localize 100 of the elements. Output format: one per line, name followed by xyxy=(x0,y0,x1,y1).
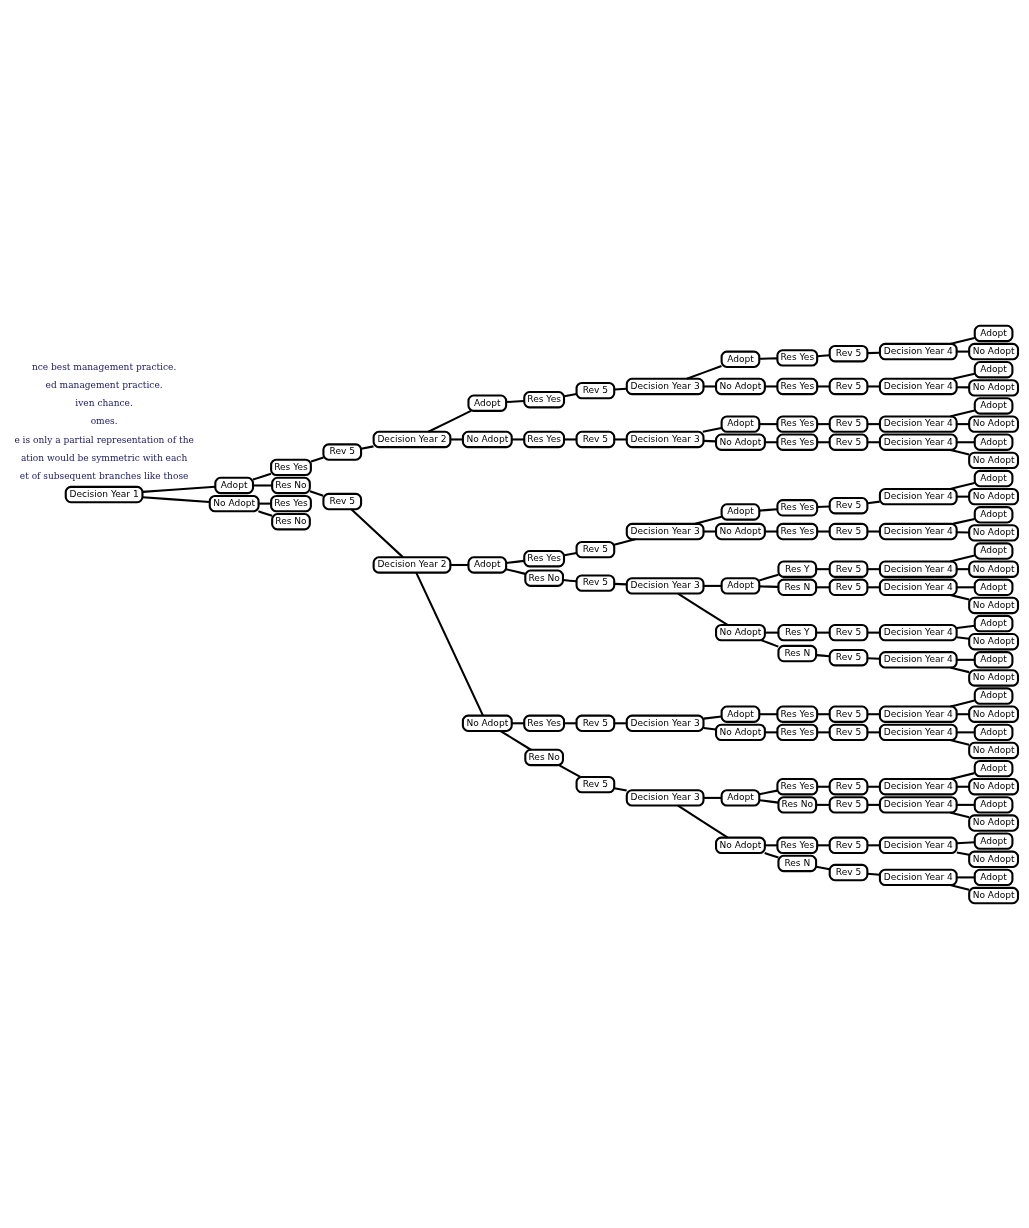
node-box: No Adopt xyxy=(715,836,766,854)
node-box: Res Yes xyxy=(776,348,819,367)
connector xyxy=(360,444,374,450)
node-box: Rev 5 xyxy=(828,623,869,641)
node-box: No Adopt xyxy=(968,850,1020,868)
connector xyxy=(956,712,970,715)
connector xyxy=(817,504,830,508)
connector xyxy=(956,585,975,588)
connector xyxy=(765,529,778,533)
node-box: Adopt xyxy=(973,505,1014,523)
connector xyxy=(759,584,779,588)
node-box: Adopt xyxy=(720,502,761,521)
node-box: Res Yes xyxy=(776,377,819,395)
node-box: Res No xyxy=(777,795,818,814)
node-box: No Adopt xyxy=(968,632,1020,650)
node-box: Adopt xyxy=(720,788,761,807)
node-box: Decision Year 3 xyxy=(625,714,705,732)
node-box: Decision Year 4 xyxy=(878,623,958,641)
connector xyxy=(500,729,532,751)
connector xyxy=(759,507,778,512)
node-box: Adopt xyxy=(973,831,1014,850)
connector xyxy=(867,712,880,715)
node-box: Rev 5 xyxy=(575,775,616,793)
connector xyxy=(614,721,627,724)
connector xyxy=(950,738,970,746)
connector xyxy=(867,585,880,588)
connector xyxy=(867,872,880,876)
node-box: No Adopt xyxy=(968,705,1020,723)
node-box: Res Yes xyxy=(776,433,819,451)
node-box: No Adopt xyxy=(968,378,1020,397)
node-box: No Adopt xyxy=(968,487,1020,505)
label: nce best management practice. xyxy=(31,361,177,372)
connector xyxy=(309,489,324,497)
connector xyxy=(252,472,272,481)
connector xyxy=(558,763,581,778)
node-box: No Adopt xyxy=(715,522,766,540)
node-box: Adopt xyxy=(973,650,1014,669)
node-box: Res Yes xyxy=(776,836,819,854)
connector xyxy=(142,495,210,503)
node-box: Rev 5 xyxy=(322,442,363,461)
node-box: No Adopt xyxy=(715,623,766,641)
node-box: Res N xyxy=(777,644,818,662)
connector xyxy=(677,592,729,626)
node-box: Rev 5 xyxy=(575,381,616,399)
node-box: Adopt xyxy=(214,476,255,494)
node-box: Adopt xyxy=(973,723,1014,741)
connector xyxy=(564,721,577,724)
node-box: Decision Year 4 xyxy=(878,836,958,854)
connector xyxy=(950,408,975,417)
node-box: Decision Year 3 xyxy=(625,576,705,595)
connector xyxy=(614,582,627,585)
connector xyxy=(765,843,778,846)
label: omes. xyxy=(90,415,118,426)
connector xyxy=(956,495,970,498)
node-box: Res Yes xyxy=(776,723,819,741)
node-box: No Adopt xyxy=(968,523,1020,542)
connector xyxy=(950,593,970,601)
node-box: Adopt xyxy=(467,555,508,574)
node-box: Decision Year 4 xyxy=(878,777,958,795)
connector xyxy=(703,714,722,720)
node-box: Rev 5 xyxy=(828,578,869,596)
node-box: Res N xyxy=(777,854,818,872)
connector xyxy=(677,804,729,839)
node-box: No Adopt xyxy=(968,451,1020,469)
node-box: Res No xyxy=(524,748,564,766)
connector xyxy=(956,422,970,425)
connector xyxy=(956,567,970,570)
node-box: Adopt xyxy=(973,324,1014,342)
node-box: Decision Year 4 xyxy=(878,795,958,814)
connector xyxy=(765,631,779,634)
node-box: Res Yes xyxy=(523,390,566,408)
node-box: Adopt xyxy=(973,759,1014,777)
node-box: No Adopt xyxy=(715,723,766,741)
node-box: Decision Year 4 xyxy=(878,650,958,669)
node-box: No Adopt xyxy=(968,777,1020,795)
connector xyxy=(950,554,975,562)
connector xyxy=(694,515,722,525)
node-box: Rev 5 xyxy=(828,777,869,795)
node-box: Res No xyxy=(271,476,311,494)
label: iven chance. xyxy=(75,397,133,408)
node-box: Res Yes xyxy=(776,777,819,795)
connector xyxy=(950,811,970,818)
connector xyxy=(867,843,880,846)
connector xyxy=(817,712,830,715)
connector xyxy=(702,426,722,433)
connector xyxy=(703,726,717,730)
connector xyxy=(765,440,778,443)
node-box: No Adopt xyxy=(715,433,766,451)
node-box: No Adopt xyxy=(968,886,1020,904)
connector xyxy=(505,567,526,575)
node-box: Adopt xyxy=(467,394,508,412)
connector xyxy=(956,530,970,533)
node-box: Decision Year 2 xyxy=(372,555,452,574)
node-box: Decision Year 4 xyxy=(878,377,958,395)
node-box: Rev 5 xyxy=(828,559,869,578)
connector xyxy=(950,666,970,673)
node-box: Adopt xyxy=(973,396,1014,415)
node-box: Res No xyxy=(271,512,311,530)
node-box: Decision Year 1 xyxy=(64,485,144,503)
node-box: Adopt xyxy=(973,433,1014,451)
